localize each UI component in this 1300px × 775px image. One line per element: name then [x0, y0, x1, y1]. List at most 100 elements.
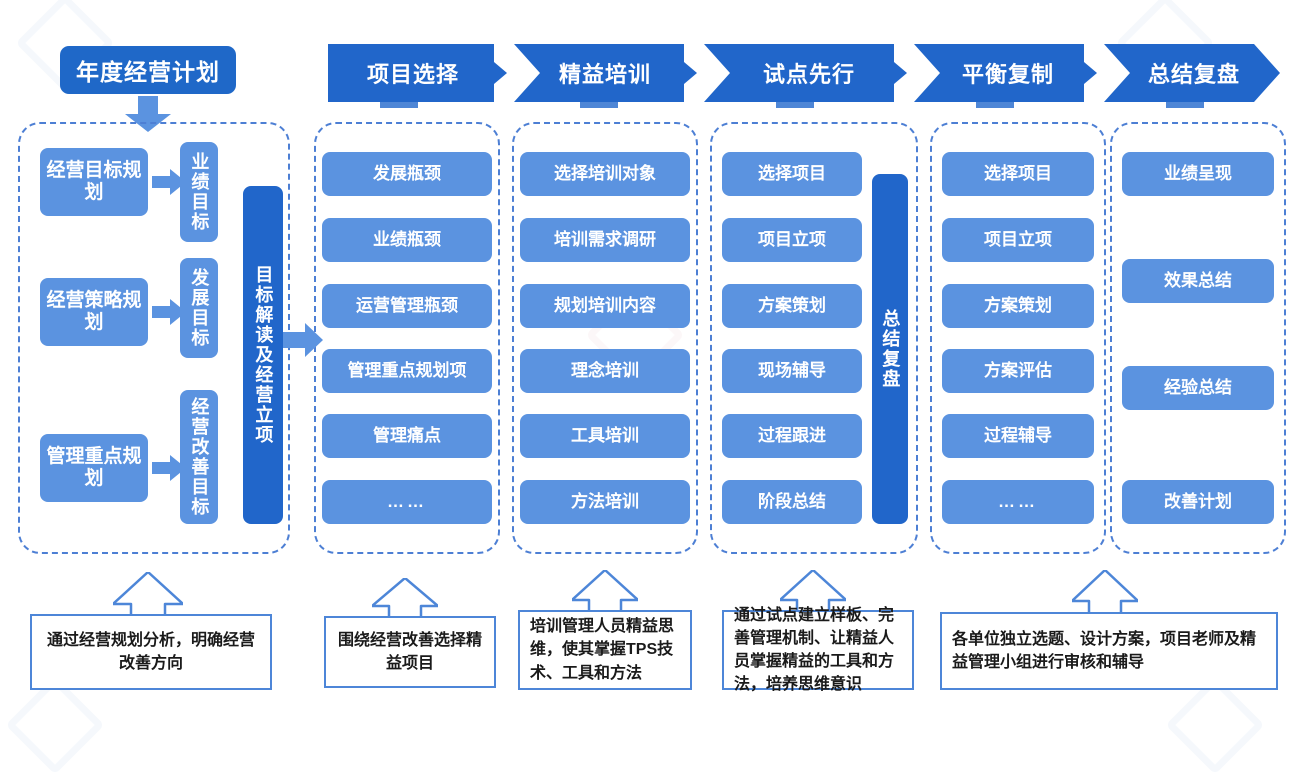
list-item[interactable]: 管理重点规划项 — [322, 349, 492, 393]
list-item[interactable]: 方案策划 — [722, 284, 862, 328]
list-item-label: 方案评估 — [984, 361, 1052, 381]
phase-label: 平衡复制 — [961, 62, 1054, 87]
right-arrow-icon — [283, 323, 323, 357]
right-arrow-icon — [152, 169, 186, 195]
list-item-label: 现场辅导 — [758, 361, 826, 381]
list-item[interactable]: 管理痛点 — [322, 414, 492, 458]
plan-box-label: 经营策略规划 — [46, 290, 142, 333]
list-item[interactable]: 过程辅导 — [942, 414, 1094, 458]
list-item[interactable]: 业绩呈现 — [1122, 152, 1274, 196]
phase-label: 试点先行 — [762, 62, 855, 87]
list-item-label: 过程辅导 — [984, 426, 1052, 446]
list-item[interactable]: 选择培训对象 — [520, 152, 690, 196]
plan-box-0[interactable]: 经营目标规划 — [40, 148, 148, 216]
page-title: 年度经营计划 — [60, 46, 236, 94]
watermark-diamond — [5, 675, 105, 775]
goal-box-2[interactable]: 经营改善目标 — [180, 390, 218, 524]
goal-box-0[interactable]: 业绩目标 — [180, 142, 218, 242]
list-item-label: …… — [998, 492, 1038, 512]
list-item[interactable]: 运营管理瓶颈 — [322, 284, 492, 328]
phase-label: 总结复盘 — [1147, 62, 1240, 87]
list-item[interactable]: …… — [322, 480, 492, 524]
list-item[interactable]: 经验总结 — [1122, 366, 1274, 410]
goal-box-1[interactable]: 发展目标 — [180, 258, 218, 358]
panel-summary-review — [1110, 122, 1286, 554]
list-item[interactable]: 规划培训内容 — [520, 284, 690, 328]
list-item[interactable]: 阶段总结 — [722, 480, 862, 524]
callout-text: 各单位独立选题、设计方案，项目老师及精益管理小组进行审核和辅导 — [952, 630, 1257, 671]
callout-text: 通过经营规划分析，明确经营改善方向 — [46, 631, 255, 672]
panel-pilot-first — [710, 122, 918, 554]
list-item[interactable]: 业绩瓶颈 — [322, 218, 492, 262]
goal-box-label: 发展目标 — [189, 268, 210, 348]
list-item-label: 理念培训 — [571, 361, 639, 381]
list-item-label: 方案策划 — [984, 296, 1052, 316]
callout-text: 培训管理人员精益思维，使其掌握TPS技术、工具和方法 — [530, 618, 675, 682]
callout-text: 围绕经营改善选择精益项目 — [337, 631, 482, 672]
chevron-right-icon — [684, 44, 730, 102]
callout-lean-training: 培训管理人员精益思维，使其掌握TPS技术、工具和方法 — [518, 610, 692, 690]
list-item[interactable]: 方案策划 — [942, 284, 1094, 328]
list-item-label: 过程跟进 — [758, 426, 826, 446]
phase-label: 精益培训 — [558, 62, 651, 87]
up-arrow-icon — [1072, 570, 1138, 620]
right-arrow-icon — [152, 455, 186, 481]
list-item-label: 选择培训对象 — [554, 164, 656, 184]
plan-box-2[interactable]: 管理重点规划 — [40, 434, 148, 502]
up-arrow-icon — [780, 570, 846, 618]
list-item[interactable]: 项目立项 — [942, 218, 1094, 262]
list-item-label: 工具培训 — [571, 426, 639, 446]
list-item-label: 项目立项 — [758, 230, 826, 250]
list-item[interactable]: 工具培训 — [520, 414, 690, 458]
planning-summary-bar[interactable]: 目标解读及经营立项 — [243, 186, 283, 524]
band-tail-icon — [1234, 44, 1280, 102]
list-item-label: 运营管理瓶颈 — [356, 296, 458, 316]
list-item-label: 业绩呈现 — [1164, 164, 1232, 184]
plan-box-label: 管理重点规划 — [46, 446, 142, 489]
band-tick — [580, 102, 618, 108]
phase-item-2[interactable]: 试点先行 — [720, 44, 898, 102]
list-item-label: 阶段总结 — [758, 492, 826, 512]
list-item-label: 培训需求调研 — [554, 230, 656, 250]
band-tick — [976, 102, 1014, 108]
list-item-label: 方法培训 — [571, 492, 639, 512]
list-item[interactable]: 现场辅导 — [722, 349, 862, 393]
list-item[interactable]: …… — [942, 480, 1094, 524]
list-item[interactable]: 培训需求调研 — [520, 218, 690, 262]
band-tick — [380, 102, 418, 108]
pilot-summary-bar[interactable]: 总结复盘 — [872, 174, 908, 524]
list-item[interactable]: 改善计划 — [1122, 480, 1274, 524]
list-item[interactable]: 选择项目 — [942, 152, 1094, 196]
list-item-label: …… — [387, 492, 427, 512]
phase-band: 项目选择 精益培训 试点先行 平衡复制 总结复盘 — [328, 44, 1280, 108]
phase-item-1[interactable]: 精益培训 — [520, 44, 690, 102]
list-item-label: 发展瓶颈 — [373, 164, 441, 184]
goal-box-label: 经营改善目标 — [189, 397, 210, 517]
list-item-label: 选择项目 — [758, 164, 826, 184]
list-item[interactable]: 项目立项 — [722, 218, 862, 262]
list-item-label: 业绩瓶颈 — [373, 230, 441, 250]
panel-lean-training — [512, 122, 698, 554]
list-item-label: 方案策划 — [758, 296, 826, 316]
right-arrow-icon — [152, 299, 186, 325]
list-item-label: 管理重点规划项 — [347, 361, 467, 381]
list-item[interactable]: 发展瓶颈 — [322, 152, 492, 196]
list-item[interactable]: 选择项目 — [722, 152, 862, 196]
planning-summary-label: 目标解读及经营立项 — [253, 265, 274, 445]
up-arrow-icon — [113, 572, 183, 622]
plan-box-1[interactable]: 经营策略规划 — [40, 278, 148, 346]
phase-item-3[interactable]: 平衡复制 — [924, 44, 1092, 102]
phase-item-4[interactable]: 总结复盘 — [1110, 44, 1278, 102]
panel-balanced-replication — [930, 122, 1106, 554]
phase-item-0[interactable]: 项目选择 — [328, 44, 498, 102]
list-item-label: 规划培训内容 — [554, 296, 656, 316]
list-item[interactable]: 方案评估 — [942, 349, 1094, 393]
list-item[interactable]: 方法培训 — [520, 480, 690, 524]
list-item-label: 改善计划 — [1164, 492, 1232, 512]
list-item[interactable]: 效果总结 — [1122, 259, 1274, 303]
list-item[interactable]: 过程跟进 — [722, 414, 862, 458]
list-item[interactable]: 理念培训 — [520, 349, 690, 393]
chevron-right-icon — [1084, 44, 1130, 102]
callout-pilot-first: 通过试点建立样板、完善管理机制、让精益人员掌握精益的工具和方法，培养思维意识 — [722, 607, 914, 693]
